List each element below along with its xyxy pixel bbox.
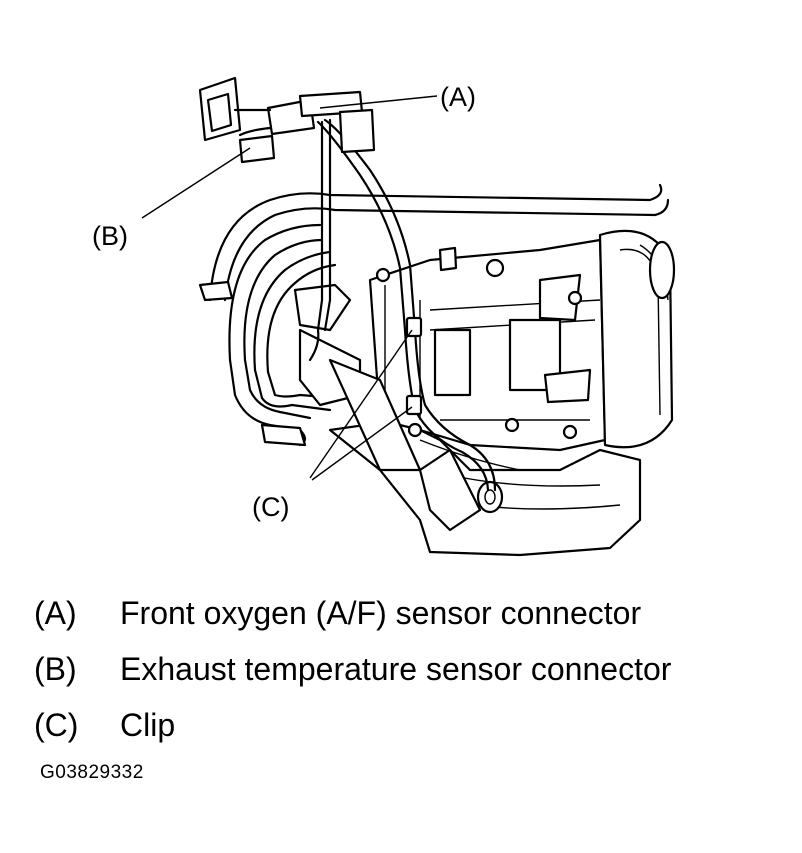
leader-c2 xyxy=(311,406,413,481)
legend-item-b: (B) Exhaust temperature sensor connector xyxy=(34,641,671,697)
legend-item-a: (A) Front oxygen (A/F) sensor connector xyxy=(34,585,671,641)
legend: (A) Front oxygen (A/F) sensor connector … xyxy=(34,585,671,753)
legend-key: (C) xyxy=(34,706,79,743)
figure-code: G03829332 xyxy=(40,762,144,783)
legend-key: (A) xyxy=(34,594,77,631)
clip-lower xyxy=(405,394,423,416)
callout-a: (A) xyxy=(440,82,476,112)
leader-b xyxy=(141,147,251,219)
intake-pipe xyxy=(208,183,663,302)
callout-b: (B) xyxy=(92,221,128,251)
engine-diagram: (A) (B) (C) xyxy=(92,76,676,557)
legend-text: Exhaust temperature sensor connector xyxy=(120,650,672,687)
callout-c: (C) xyxy=(252,492,290,522)
engine-line-drawing xyxy=(141,76,676,557)
legend-key: (B) xyxy=(34,650,77,687)
sensor-harness xyxy=(323,118,497,492)
leader-a xyxy=(319,95,438,109)
leader-c1 xyxy=(309,329,413,479)
legend-text: Front oxygen (A/F) sensor connector xyxy=(120,594,642,631)
legend-text: Clip xyxy=(120,706,176,743)
legend-item-c: (C) Clip xyxy=(34,697,671,753)
